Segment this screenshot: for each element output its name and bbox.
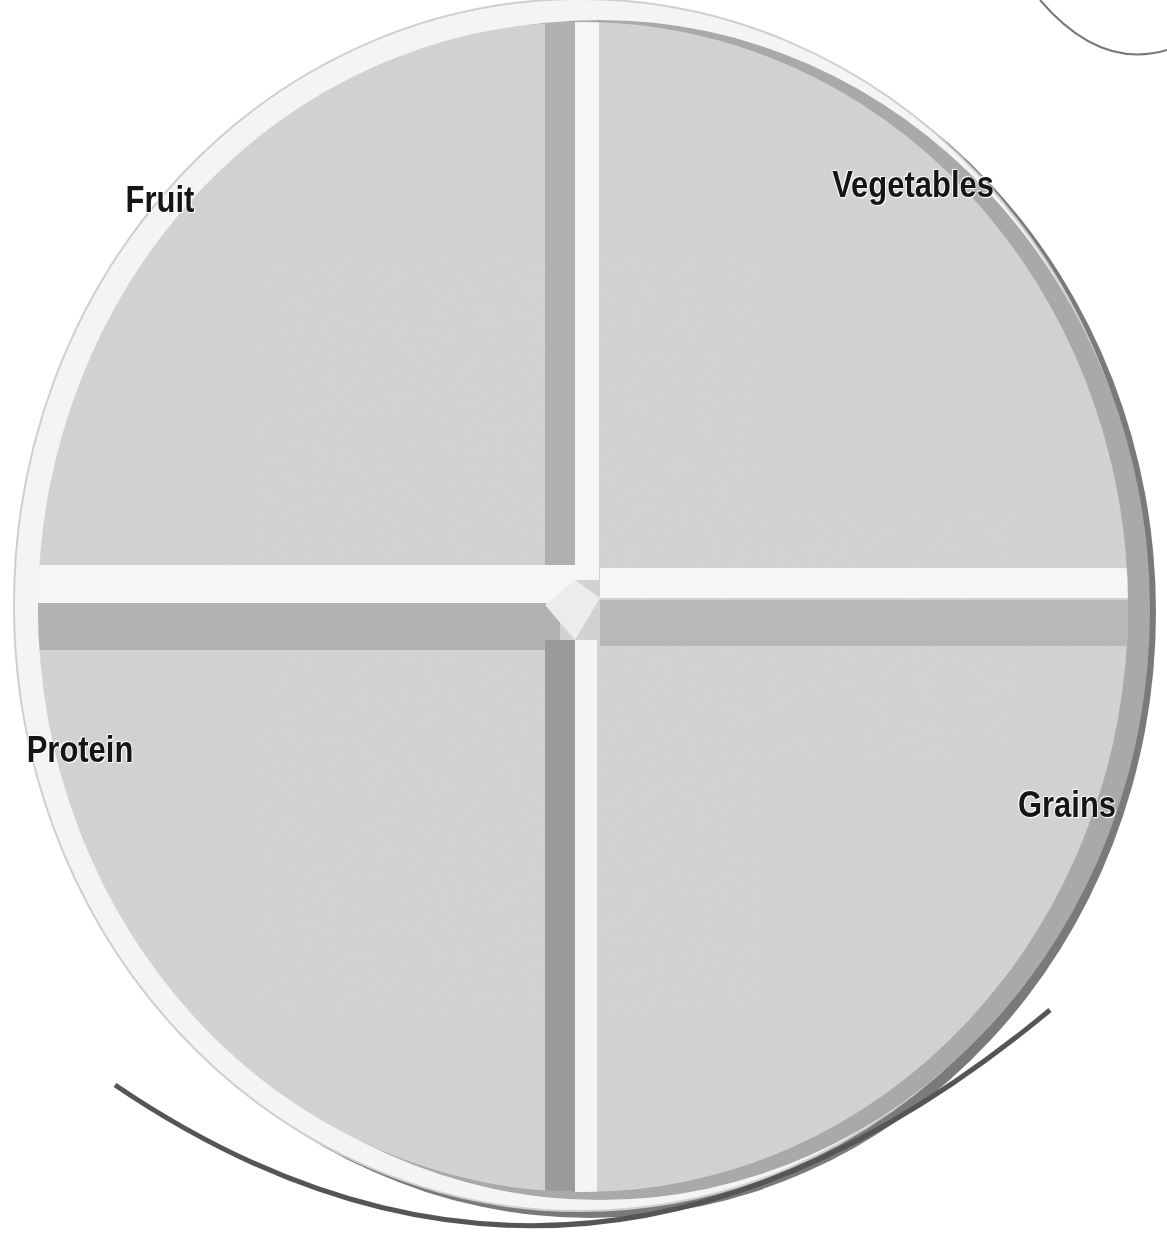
section-label: Grains: [1018, 785, 1116, 825]
plate-edge: [115, 1010, 1050, 1226]
corner-arc: [1040, 0, 1167, 54]
plate-section: Grains: [1006, 783, 1128, 827]
section-label: Protein: [27, 730, 134, 770]
section-label: Fruit: [126, 180, 195, 220]
plate-section: Protein: [14, 728, 146, 772]
section-label: Vegetables: [832, 165, 994, 205]
plate-section: Fruit: [116, 178, 204, 222]
plate-section: Vegetables: [815, 163, 1011, 207]
